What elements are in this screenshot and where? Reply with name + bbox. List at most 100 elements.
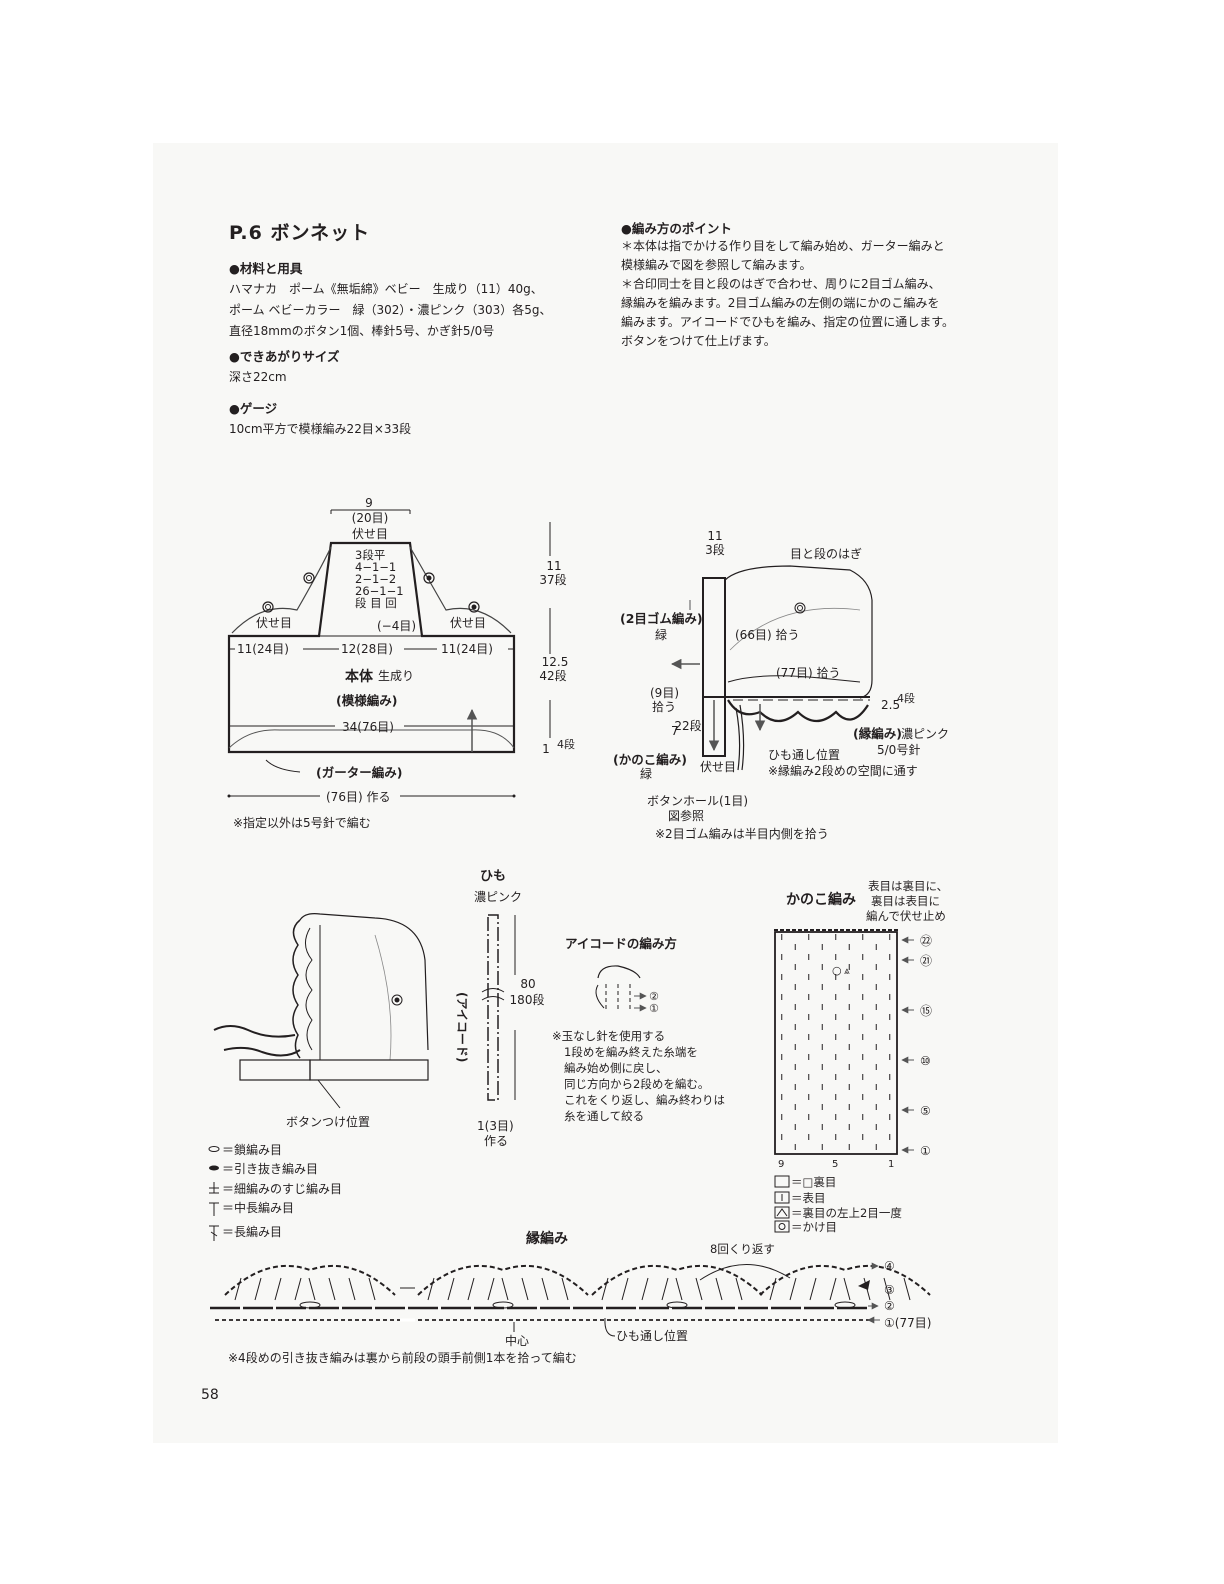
h1: 11 (546, 559, 561, 573)
body-name: 本体 (345, 668, 374, 685)
dec-line: 4−1−1 (355, 560, 396, 574)
h2: 12.5 (542, 655, 569, 669)
gauge-heading: ●ゲージ (229, 401, 278, 416)
asm-pickup66: (66目) 拾う (735, 627, 799, 642)
asm-top: 11 (707, 529, 722, 543)
asm-rib-color: 緑 (655, 627, 667, 642)
symbol-label: ＝引き抜き編み目 (222, 1161, 318, 1176)
size-heading: ●できあがりサイズ (229, 349, 340, 364)
edging-stitch (621, 1277, 629, 1301)
page-number: 58 (201, 1387, 219, 1403)
symbol-label: ＝中長編み目 (222, 1200, 294, 1215)
icord-note: 同じ方向から2段めを編む。 (564, 1077, 709, 1091)
edging-stitch (883, 1277, 891, 1301)
edging-stitch (427, 1277, 435, 1301)
edging-stitch (541, 1277, 549, 1301)
cord-cast: 1(3目) (477, 1119, 514, 1133)
asm-kanoko-color: 緑 (640, 766, 652, 781)
edging-stitch (294, 1277, 302, 1301)
edging-cord-pos: ひも通し位置 (616, 1328, 688, 1343)
kanoko-row: ㉒ (920, 934, 932, 948)
cord-type: (アイコード) (455, 992, 469, 1062)
edging-stitch (348, 1277, 356, 1301)
edging-stitch (829, 1277, 837, 1301)
page-title: P.6 ボンネット (229, 222, 371, 244)
asm-seam: 目と段のはぎ (790, 546, 862, 561)
edging-stitch (903, 1277, 911, 1301)
h3: 1 (542, 742, 550, 756)
dec-line: 2−1−2 (355, 572, 396, 586)
kanoko-legend: ＝□裏目 (791, 1175, 836, 1189)
top-bind-off: 伏せ目 (352, 527, 388, 541)
materials-line: 直径18mmのボタン1個、棒針5号、かぎ針5/0号 (229, 324, 495, 338)
symbol-label: ＝細編みのすじ編み目 (222, 1181, 342, 1196)
edging-stitch (467, 1277, 475, 1301)
points-line: 模様編みで図を参照して編みます。 (621, 258, 812, 272)
asm-rows22: 22段 (674, 718, 701, 733)
bonnet-side-view: ボタンつけ位置 (213, 913, 429, 1129)
h3-rows: 4段 (557, 737, 575, 751)
edging-stitch (661, 1277, 669, 1301)
asm-rib: (2目ゴム編み) (620, 611, 703, 626)
edging-stitch (809, 1277, 817, 1301)
asm-edge-rows: 4段 (897, 691, 915, 705)
edging-repeat: 8回くり返す (710, 1242, 775, 1256)
svg-text:○: ○ (832, 964, 842, 977)
edging-stitch (843, 1277, 851, 1301)
open-circle-marker-icon (262, 601, 274, 613)
edging-stitch (234, 1277, 242, 1301)
kanoko-note: 編んで伏せ止め (866, 909, 946, 923)
edging-stitch (561, 1277, 569, 1301)
right-bind-off: 伏せ目 (450, 616, 486, 630)
asm-edging-color: 濃ピンク (901, 727, 949, 741)
minus4: (−4目) (377, 619, 416, 633)
double-crochet-icon (209, 1225, 219, 1241)
filled-circle-marker-icon (423, 572, 435, 584)
edging-stitch (274, 1277, 282, 1301)
symbol-label: ＝鎖編み目 (222, 1142, 282, 1157)
dec-line: 段 目 回 (355, 596, 397, 610)
points-line: ボタンをつけて仕上げます。 (621, 334, 776, 348)
icord-title: アイコードの編み方 (565, 936, 677, 951)
edging-chart: 縁編み 8回くり返す ④ ③ ② ①(77目) 中心 ひも通し位置 ※4段めの引… (210, 1230, 931, 1365)
chain-stitch-icon (208, 1146, 220, 1152)
asm-cord-pos: ひも通し位置 (768, 747, 840, 762)
body-note: ※指定以外は5号針で編む (233, 815, 371, 830)
body-diagram: 9 (20目) 伏せ目 3段平 4−1−1 2−1−2 26−1−1 段 目 回… (227, 496, 575, 830)
kanoko-legend: ＝かけ目 (791, 1220, 837, 1234)
asm-note: ※2目ゴム編みは半目内側を拾う (655, 826, 829, 841)
kanoko-title: かのこ編み (786, 891, 856, 908)
asm-cord-note: ※縁編み2段めの空間に通す (768, 763, 918, 778)
edging-scallop (759, 1264, 931, 1296)
garter-label: (ガーター編み) (316, 765, 402, 780)
materials-line: ハマナカ ポーム《無垢綿》ベビー 生成り（11）40g、 (229, 282, 543, 296)
dec-line: 3段平 (355, 548, 385, 562)
asm-pickup77: (77目) 拾う (776, 665, 840, 680)
kanoko-legend: ＝裏目の左上2目一度 (791, 1206, 902, 1220)
edging-stitch (715, 1277, 723, 1301)
edging-stitch (601, 1277, 609, 1301)
edging-note: ※4段めの引き抜き編みは裏から前段の頭手前側1本を拾って編む (228, 1350, 577, 1365)
edging-scallop (224, 1264, 396, 1296)
h1-rows: 37段 (539, 572, 566, 587)
dec-line: 26−1−1 (355, 584, 404, 598)
button-pos: ボタンつけ位置 (286, 1114, 370, 1129)
body-pattern: (模様編み) (336, 693, 397, 708)
icord-note: 編み始め側に戻し、 (564, 1061, 668, 1075)
edging-scallop (417, 1264, 589, 1296)
points-line: 編みます。アイコードでひもを編み、指定の位置に通します。 (621, 315, 955, 329)
kanoko-row: ⑮ (920, 1004, 932, 1018)
points-line: 縁編みを編みます。2目ゴム編みの左側の端にかのこ編みを (621, 296, 940, 310)
symbol-legend: ＝鎖編み目 ＝引き抜き編み目 ＝細編みのすじ編み目 ＝中長編み目 ＝長編み目 (208, 1142, 342, 1241)
edging-row: ④ (884, 1259, 895, 1273)
left-seg: 11(24目) (237, 642, 289, 656)
edging-stitch (328, 1277, 336, 1301)
edging-stitch (735, 1277, 743, 1301)
icord-r1: ① (649, 1002, 659, 1015)
points-text: ＊本体は指でかける作り目をして編み始め、ガーター編みと 模様編みで図を参照して編… (621, 237, 954, 351)
points-heading: ●編み方のポイント (621, 221, 732, 236)
kanoko-row: ⑤ (920, 1104, 931, 1118)
edging-stitch (368, 1277, 376, 1301)
kanoko-chart: かのこ編み 表目は裏目に、 裏目は表目に 編んで伏せ止め ○ ⩓ ㉒ ㉑ ⑮ ⑩… (774, 879, 948, 1234)
edging-stitch (695, 1277, 703, 1301)
